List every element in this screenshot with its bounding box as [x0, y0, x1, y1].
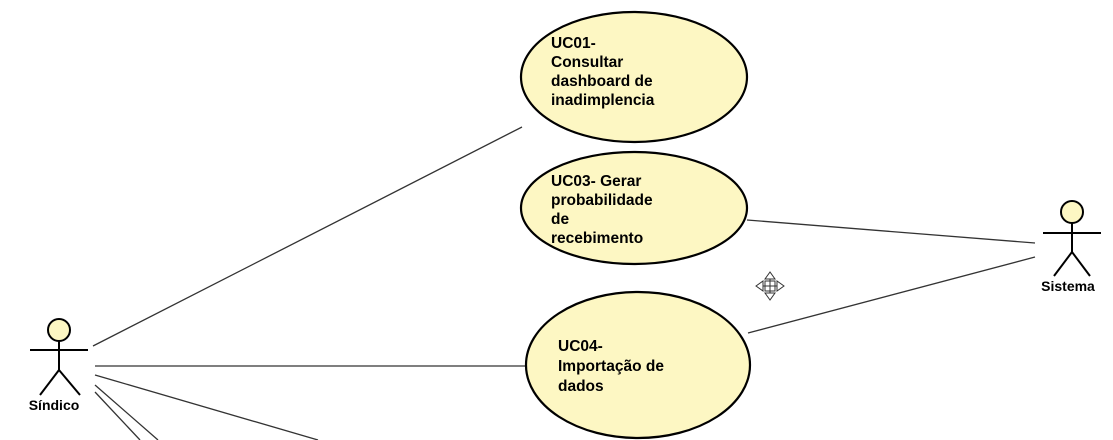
- association-sindico-uc01[interactable]: [92, 126, 523, 347]
- actor-sindico-head[interactable]: [47, 318, 71, 342]
- use-case-uc03[interactable]: UC03- Gerar probabilidade de recebimento: [519, 150, 749, 266]
- use-case-uc01[interactable]: UC01- Consultar dashboard de inadimplenc…: [519, 10, 749, 144]
- use-case-uc03-label: UC03- Gerar probabilidade de recebimento: [551, 173, 657, 247]
- use-case-uc01-line-2: Consultar: [551, 54, 623, 71]
- use-case-uc03-line-2: probabilidade: [551, 192, 653, 209]
- actor-sistema-label: Sistema: [1041, 278, 1095, 294]
- association-sindico-offscreen-1[interactable]: [94, 374, 319, 440]
- actor-sistema-right-leg: [1071, 251, 1091, 277]
- association-sistema-uc03[interactable]: [746, 219, 1036, 244]
- association-sindico-offscreen-3[interactable]: [94, 391, 141, 440]
- use-case-uc04-line-2: Importação de: [558, 358, 664, 375]
- use-case-uc04[interactable]: UC04- Importação de dados: [524, 290, 752, 440]
- use-case-uc03-ellipse[interactable]: [519, 150, 749, 266]
- actor-sistema-head[interactable]: [1060, 200, 1084, 224]
- use-case-uc01-line-4: inadimplencia: [551, 92, 655, 109]
- association-sindico-offscreen-2[interactable]: [94, 384, 159, 440]
- use-case-uc04-line-3: dados: [558, 378, 604, 395]
- actor-sindico-left-leg: [39, 369, 60, 396]
- actor-sistema-left-leg: [1053, 251, 1073, 277]
- use-case-uc01-line-3: dashboard de: [551, 73, 653, 90]
- actor-sindico[interactable]: [30, 318, 88, 396]
- use-case-uc03-line-4: recebimento: [551, 230, 643, 247]
- associations: [92, 126, 1036, 440]
- association-sistema-uc04[interactable]: [747, 256, 1036, 334]
- move-cursor-icon: [755, 271, 785, 301]
- actor-sistema[interactable]: [1043, 200, 1101, 277]
- use-case-uc04-ellipse[interactable]: [524, 290, 752, 440]
- use-case-uc03-line-3: de: [551, 211, 569, 228]
- use-case-uc04-label: UC04- Importação de dados: [558, 338, 668, 395]
- actor-sindico-right-leg: [58, 369, 81, 396]
- use-case-uc04-line-1: UC04-: [558, 338, 603, 355]
- use-case-uc01-line-1: UC01-: [551, 35, 596, 52]
- use-case-uc01-label: UC01- Consultar dashboard de inadimplenc…: [551, 35, 657, 109]
- use-case-uc03-line-1: UC03- Gerar: [551, 173, 641, 190]
- use-case-uc01-ellipse[interactable]: [519, 10, 749, 144]
- actor-sindico-label: Síndico: [29, 397, 80, 413]
